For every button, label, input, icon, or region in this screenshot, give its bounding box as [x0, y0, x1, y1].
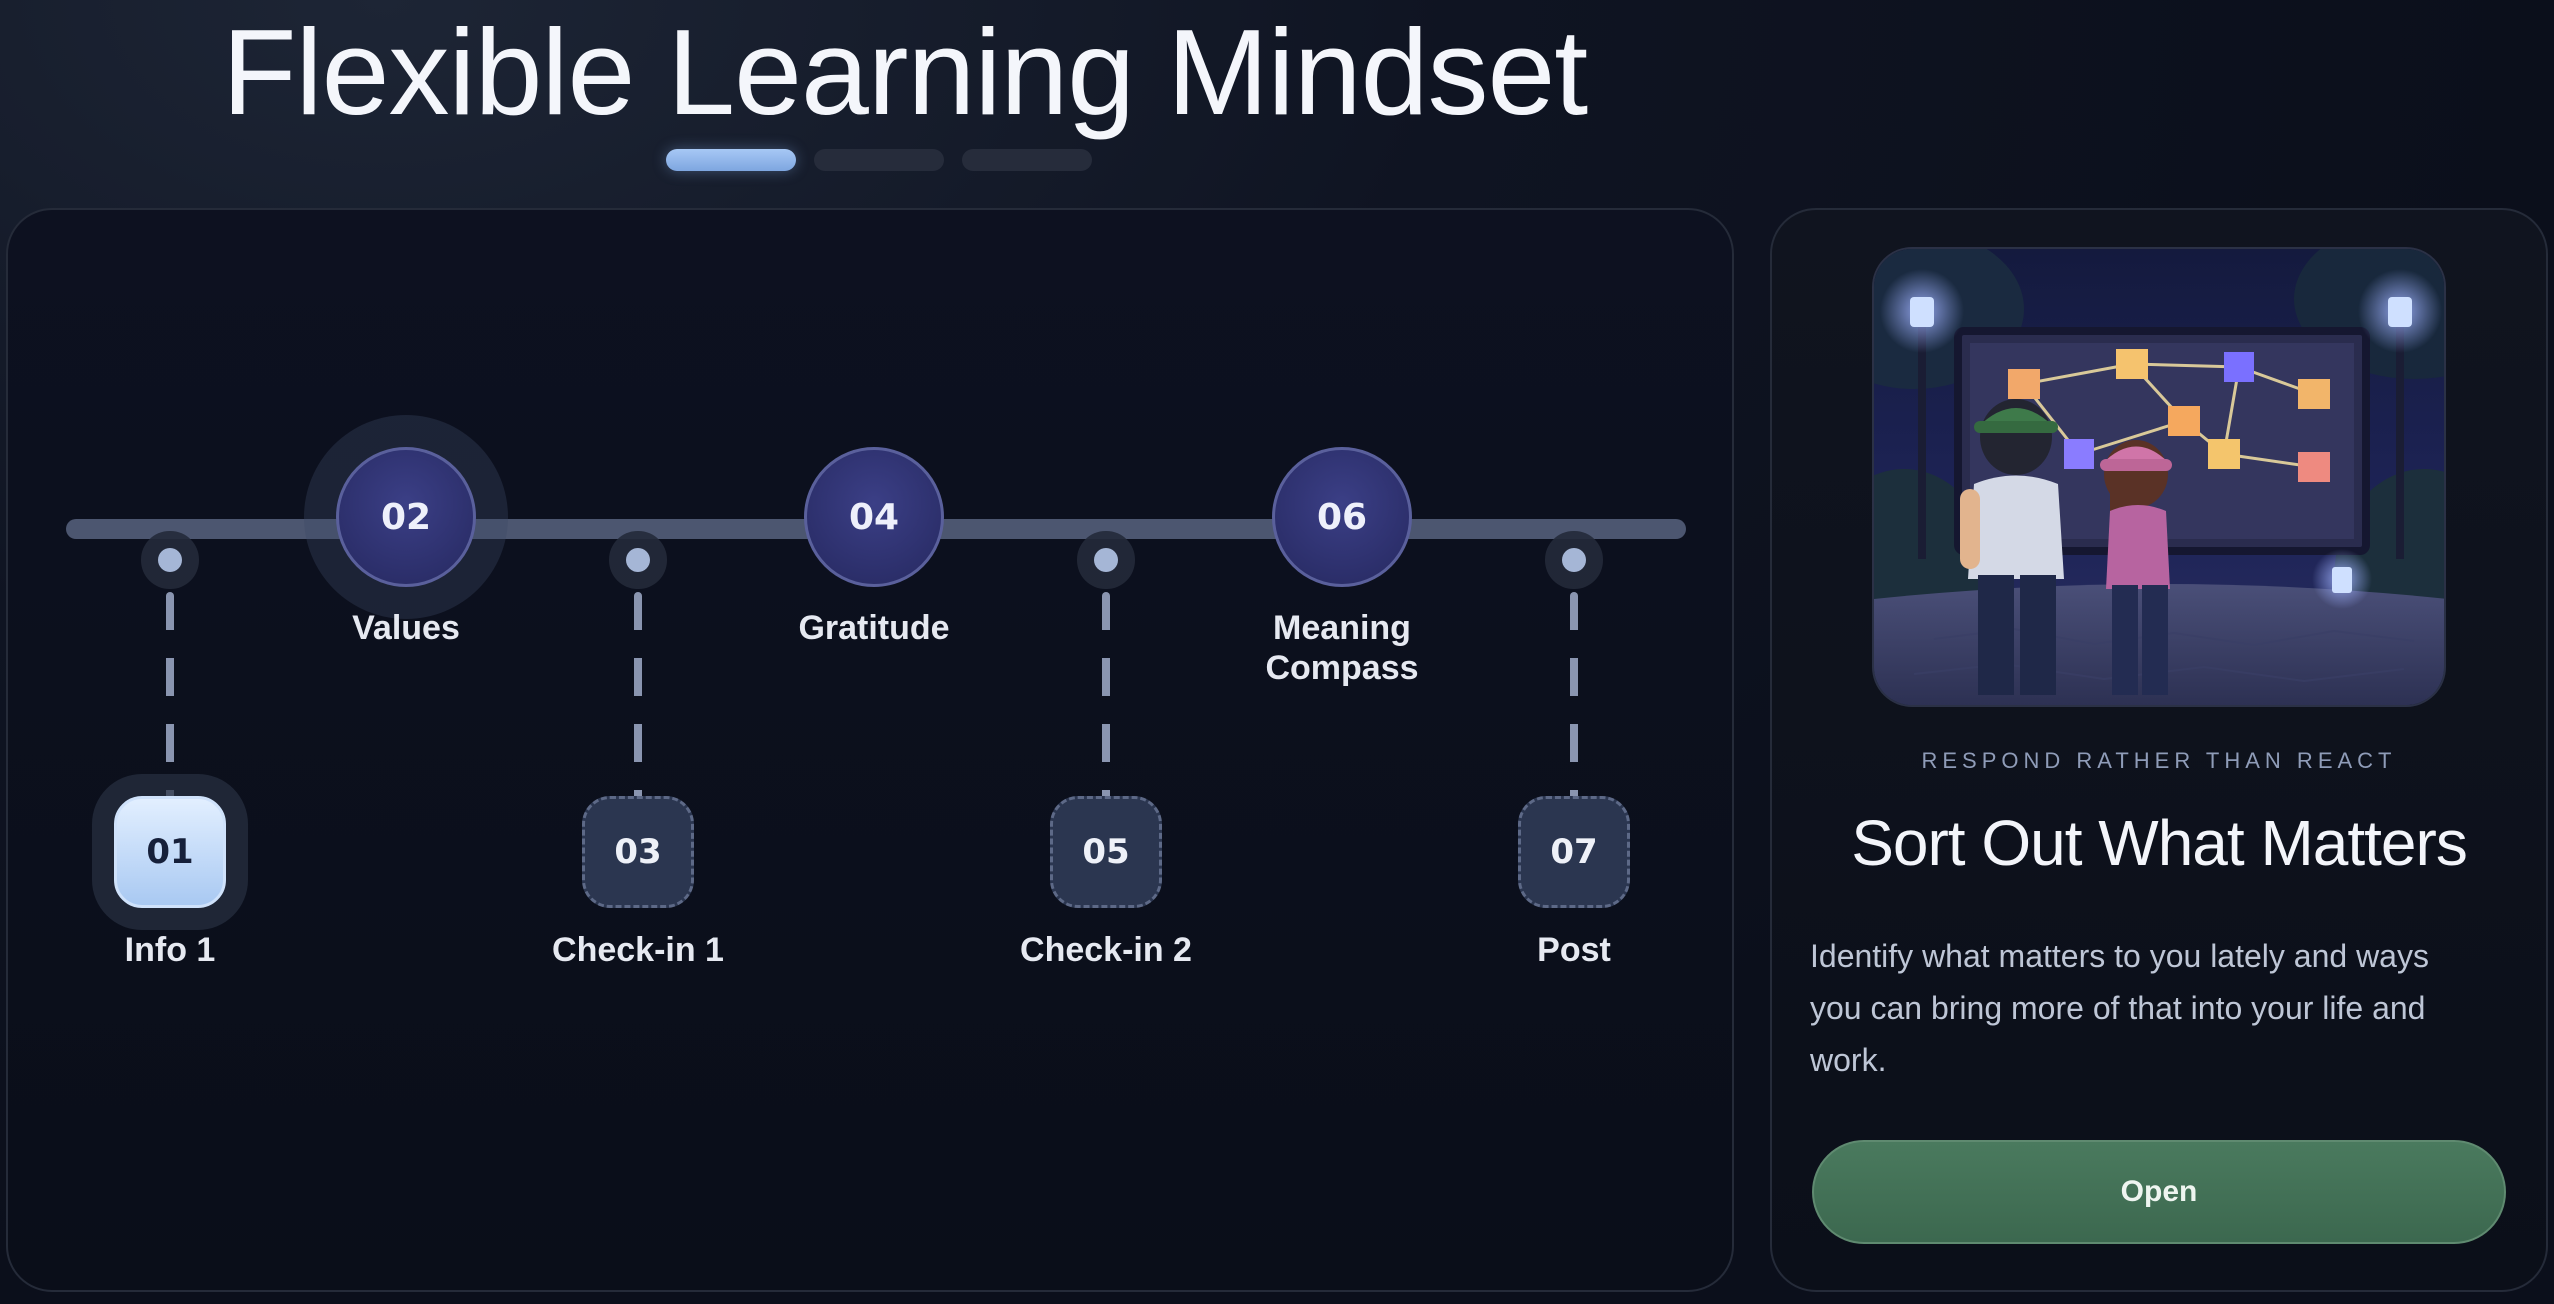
- step-node-06[interactable]: 06: [1272, 447, 1412, 587]
- page-title: Flexible Learning Mindset: [222, 4, 1588, 140]
- step-label-06: Meaning Compass: [1265, 609, 1419, 687]
- step-label-03: Check-in 1: [552, 931, 724, 969]
- step-connector-dot-03: [626, 548, 650, 572]
- step-node-01[interactable]: 01: [114, 796, 226, 908]
- step-label-05: Check-in 2: [1020, 931, 1192, 969]
- step-connector-dot-07: [1562, 548, 1586, 572]
- activity-illustration: [1872, 247, 2446, 707]
- step-label-02: Values: [352, 609, 460, 647]
- card-title: Sort Out What Matters: [1851, 807, 2468, 879]
- step-connector-line-07: [1570, 592, 1578, 812]
- step-label-01: Info 1: [124, 931, 216, 969]
- step-connector-line-03: [634, 592, 642, 812]
- step-node-04[interactable]: 04: [804, 447, 944, 587]
- page-indicator: [666, 149, 1092, 171]
- step-node-05[interactable]: 05: [1050, 796, 1162, 908]
- card-eyebrow: RESPOND RATHER THAN REACT: [1921, 748, 2397, 773]
- step-connector-dot-05: [1094, 548, 1118, 572]
- step-label-04: Gratitude: [798, 609, 950, 647]
- card-description: Identify what matters to you lately and …: [1810, 938, 2429, 1078]
- step-connector-line-01: [166, 592, 174, 812]
- page-dot-3[interactable]: [962, 149, 1092, 171]
- open-button[interactable]: Open: [1812, 1140, 2506, 1244]
- step-node-02[interactable]: 02: [336, 447, 476, 587]
- step-node-07[interactable]: 07: [1518, 796, 1630, 908]
- page-dot-1[interactable]: [666, 149, 796, 171]
- step-label-07: Post: [1537, 931, 1611, 969]
- page-dot-2[interactable]: [814, 149, 944, 171]
- step-node-03[interactable]: 03: [582, 796, 694, 908]
- timeline-panel: 02 04 06 Values Gratitude Meaning Compas…: [6, 208, 1734, 1292]
- step-connector-dot-01: [158, 548, 182, 572]
- step-connector-line-05: [1102, 592, 1110, 812]
